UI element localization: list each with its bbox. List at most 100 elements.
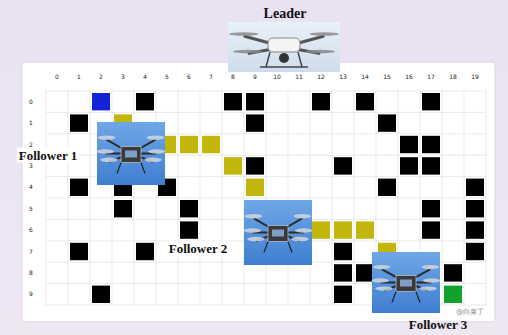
drone-rotor <box>423 278 441 282</box>
column-number: 19 <box>471 74 479 80</box>
drone-board <box>272 230 284 237</box>
grid-cell <box>92 93 110 110</box>
photo-ground <box>372 252 440 313</box>
column-number: 9 <box>253 74 257 80</box>
follower-label: Follower 2 <box>167 241 230 256</box>
drone-rotor <box>144 158 162 162</box>
drone-body <box>121 147 141 163</box>
leader-drone-photo <box>228 22 340 72</box>
drone-rotor <box>371 278 389 282</box>
grid-cell <box>356 93 374 110</box>
drone-body <box>268 226 288 242</box>
grid-cell <box>70 179 88 196</box>
grid-cell <box>224 93 242 110</box>
drone-leg <box>264 242 268 253</box>
drone-leg <box>266 52 270 67</box>
drone-rotor <box>247 237 265 242</box>
grid-cell <box>180 200 198 217</box>
row-number: 5 <box>29 206 33 212</box>
drone-board <box>400 280 412 287</box>
grid-cell <box>180 221 198 238</box>
drone-rotor <box>148 149 166 153</box>
drone-rotor <box>373 265 391 269</box>
row-number: 2 <box>29 142 33 148</box>
leader-label: Leader <box>262 6 309 22</box>
grid-cell <box>466 221 484 238</box>
grid-cell <box>92 286 110 303</box>
row-number: 1 <box>29 120 33 126</box>
column-number: 11 <box>295 74 303 80</box>
drone-rotor <box>291 237 309 242</box>
follower-drone-photo <box>243 200 312 265</box>
grid-cell <box>422 136 440 153</box>
grid-cell <box>334 243 352 260</box>
column-number: 18 <box>449 74 457 80</box>
drone-leg <box>416 292 420 303</box>
drone-leg <box>288 242 292 253</box>
drone-leg <box>117 163 121 174</box>
photo-ground <box>97 122 165 185</box>
drone-camera <box>279 53 289 63</box>
row-number: 3 <box>29 163 33 169</box>
grid-cell <box>224 157 242 174</box>
grid-cell <box>356 221 374 238</box>
drone-rotor <box>375 286 393 290</box>
grid-cell <box>378 179 396 196</box>
grid-cell <box>246 114 264 131</box>
column-number: 0 <box>55 74 59 80</box>
follower-label: Follower 1 <box>17 148 80 163</box>
grid-cell <box>246 157 264 174</box>
grid-cell <box>334 286 352 303</box>
grid-cell <box>246 179 264 196</box>
watermark: @白菜丁 <box>456 309 484 316</box>
row-number: 8 <box>29 270 33 276</box>
drone-rotor <box>419 286 437 290</box>
drone-board <box>125 151 137 158</box>
follower-drone-photo <box>96 122 165 185</box>
drone-rotor <box>147 135 165 139</box>
grid-cell <box>334 264 352 281</box>
drone-rotor <box>229 32 258 36</box>
grid-line <box>46 198 486 199</box>
column-number: 5 <box>165 74 169 80</box>
grid-cell <box>400 157 418 174</box>
drone-rotor <box>100 158 118 162</box>
column-number: 2 <box>99 74 103 80</box>
grid-cell <box>400 136 418 153</box>
grid-cell <box>356 264 374 281</box>
drone-leg <box>298 52 302 67</box>
grid-cell <box>466 243 484 260</box>
drone-rotor <box>233 50 262 54</box>
grid-cell <box>246 93 264 110</box>
grid-cell <box>466 179 484 196</box>
drone-rotor <box>96 149 114 153</box>
column-number: 1 <box>77 74 81 80</box>
grid-cell <box>422 157 440 174</box>
row-number: 4 <box>29 184 33 190</box>
drone-rotor <box>422 265 440 269</box>
drone-rotor <box>243 228 261 233</box>
grid-line <box>46 91 486 92</box>
grid-cell <box>70 243 88 260</box>
grid-cell <box>334 221 352 238</box>
grid-cell <box>422 221 440 238</box>
grid-panel <box>22 62 495 322</box>
grid-cell <box>466 200 484 217</box>
drone-rotor <box>245 214 263 219</box>
drone-body <box>268 38 300 52</box>
drone-rotor <box>294 214 312 219</box>
grid-line <box>46 112 486 113</box>
row-number: 6 <box>29 227 33 233</box>
column-number: 6 <box>187 74 191 80</box>
drone-rotor <box>98 135 116 139</box>
drone-body <box>396 276 416 292</box>
follower-label: Follower 3 <box>407 317 470 332</box>
drone-rotor <box>310 32 339 36</box>
row-number: 0 <box>29 99 33 105</box>
drone-leg <box>141 163 145 174</box>
column-number: 10 <box>273 74 281 80</box>
grid-cell <box>334 157 352 174</box>
grid-cell <box>114 200 132 217</box>
drone-skid <box>260 66 308 68</box>
photo-ground <box>244 200 312 265</box>
